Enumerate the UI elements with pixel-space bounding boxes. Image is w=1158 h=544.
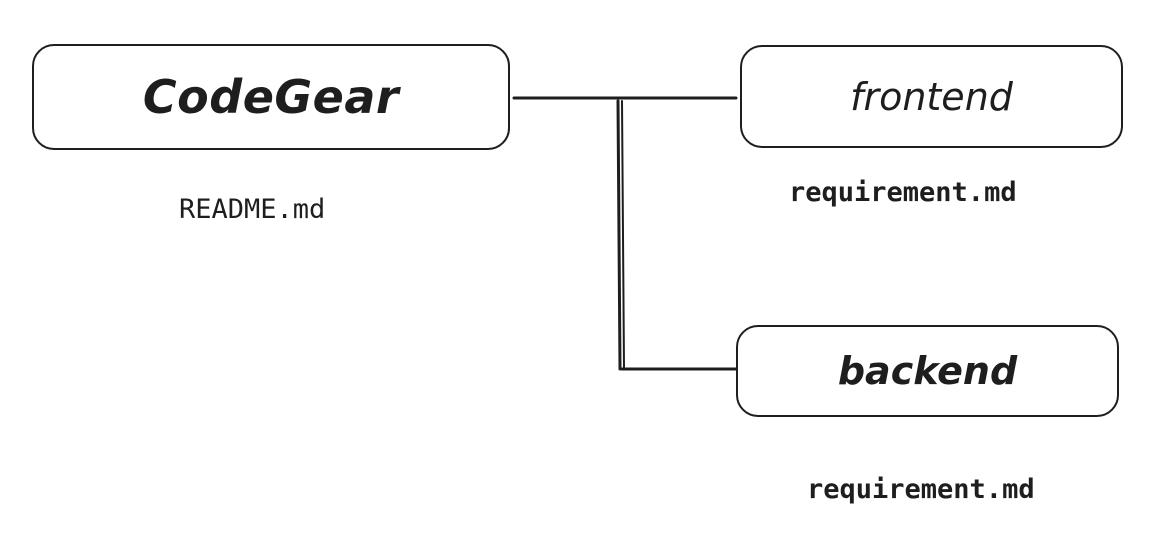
child-node-frontend[interactable]: frontend [740, 45, 1123, 148]
connector-trunk-shadow [621, 100, 625, 370]
backend-file-label: requirement.md [807, 474, 1035, 505]
backend-node-label: backend [837, 349, 1018, 393]
frontend-file-label: requirement.md [789, 177, 1017, 208]
frontend-node-label: frontend [850, 74, 1013, 119]
root-node-codegear[interactable]: CodeGear [32, 44, 510, 150]
root-file-label: README.md [179, 194, 326, 225]
child-node-backend[interactable]: backend [736, 325, 1119, 417]
root-node-label: CodeGear [142, 70, 400, 124]
connector-trunk [616, 99, 622, 371]
